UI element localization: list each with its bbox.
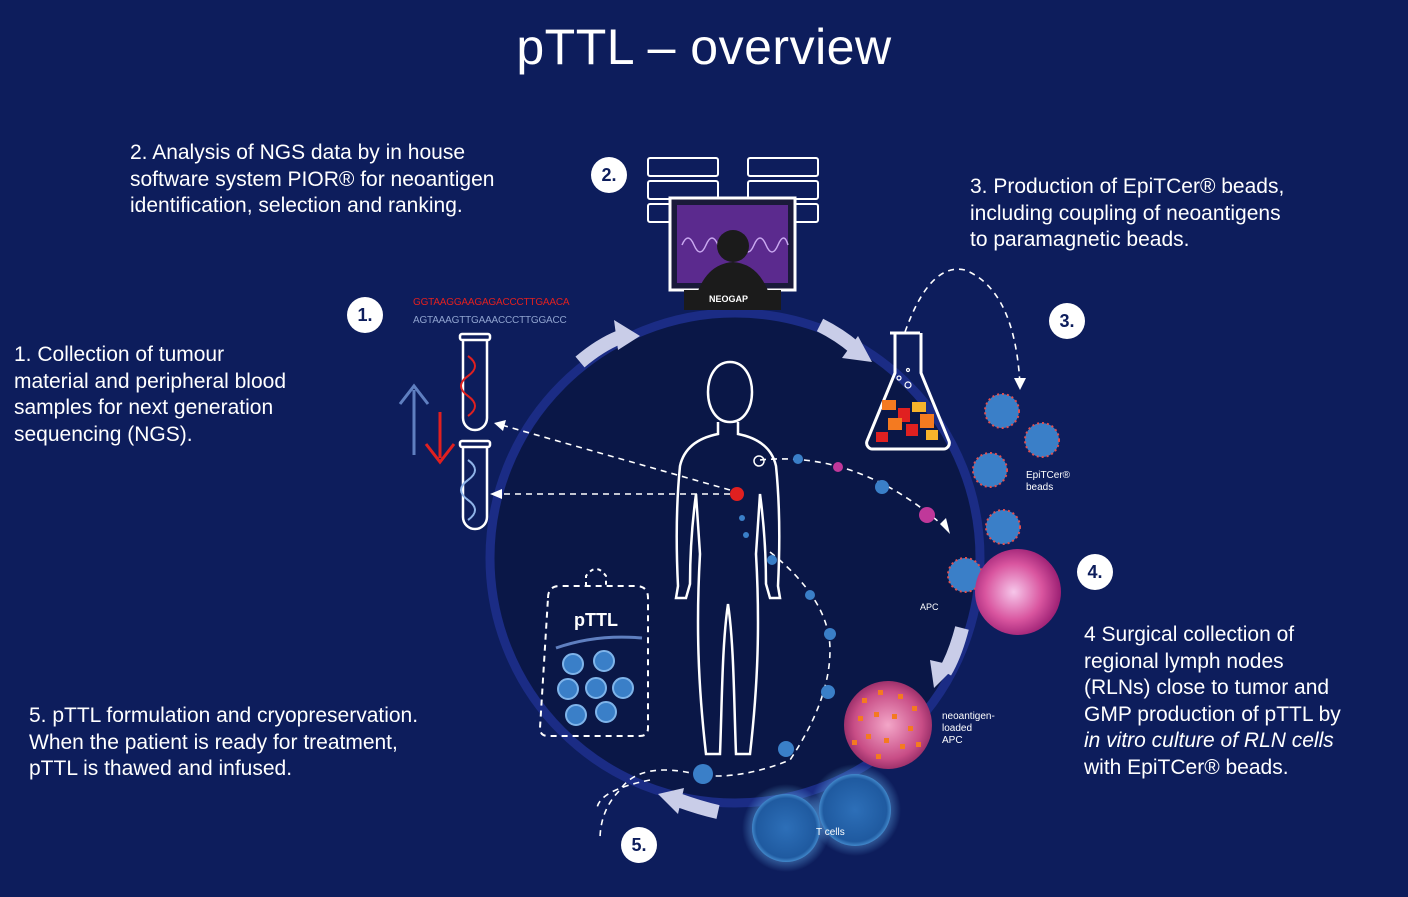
monitor-brand-label: NEOGAP [709,293,748,305]
bag-label: pTTL [574,610,618,630]
step-2-badge: 2. [591,157,627,193]
step-3-text: 3. Production of EpiTCer® beads, includi… [970,174,1284,254]
test-tube-tumour [460,334,490,430]
test-tube-blood [460,441,490,529]
apc-cell [975,549,1061,635]
loaded-apc-label: neoantigen- loaded APC [942,711,995,747]
up-arrow [400,386,428,455]
down-arrow [426,412,454,462]
step-4-badge: 4. [1077,554,1113,590]
apc-label: APC [920,601,939,613]
step-5-badge: 5. [621,827,657,863]
step-1-text: 1. Collection of tumour material and per… [14,342,286,448]
step-5-text: 5. pTTL formulation and cryopreservation… [29,703,418,783]
arrowhead-tube-1 [494,420,506,431]
person-head [717,230,749,262]
dna-sequence-tumour: GGTAAGGAAGAGACCCTTGAACA [413,297,569,308]
t-cell-1 [752,794,820,862]
step-3-badge: 3. [1049,303,1085,339]
dna-sequence-normal: AGTAAAGTTGAAACCCTTGGACC [413,315,567,326]
tumour-dot [730,487,744,501]
step-2-text: 2. Analysis of NGS data by in house soft… [130,140,494,220]
step-1-badge: 1. [347,297,383,333]
loaded-apc-cell [844,681,932,769]
beads-label: EpiTCer® beads [1026,470,1070,494]
arrowhead-beads [1014,378,1026,390]
step-4-text: 4 Surgical collection of regional lymph … [1084,622,1341,781]
t-cells-label: T cells [816,827,845,839]
